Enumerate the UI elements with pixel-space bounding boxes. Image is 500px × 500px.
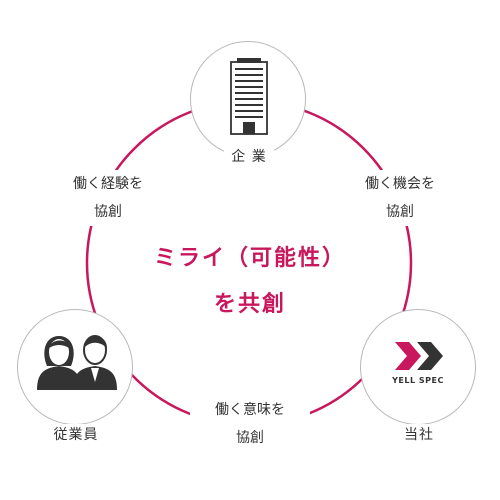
center-title-line1: ミライ（可能性） [153,246,346,271]
yell-spec-logo-mark [395,342,443,370]
our-company-label: 当社 [394,424,444,444]
edge-label-line1: 働く意味を [190,396,310,424]
company-node: 企 業 [190,41,306,166]
edge-label-line2: 協創 [340,198,460,226]
edge-label-company-our: 働く機会を 協創 [340,170,460,226]
employees-label: 従業員 [46,424,106,444]
edge-label-line2: 協創 [190,424,310,452]
our-company-node: YELL SPEC 当社 [360,309,476,444]
office-building-icon [230,58,268,135]
edge-label-employees-our: 働く意味を 協創 [190,396,310,452]
edge-label-line2: 協創 [48,198,168,226]
edge-label-line1: 働く経験を [48,170,168,198]
yell-spec-logo-text: YELL SPEC [392,376,444,385]
edge-label-company-employees: 働く経験を 協創 [48,170,168,226]
edge-label-line1: 働く機会を [340,170,460,198]
center-title-line2: を共創 [213,292,286,317]
employees-icon [37,335,117,390]
company-label: 企 業 [224,146,274,166]
employees-node: 従業員 [17,309,133,444]
